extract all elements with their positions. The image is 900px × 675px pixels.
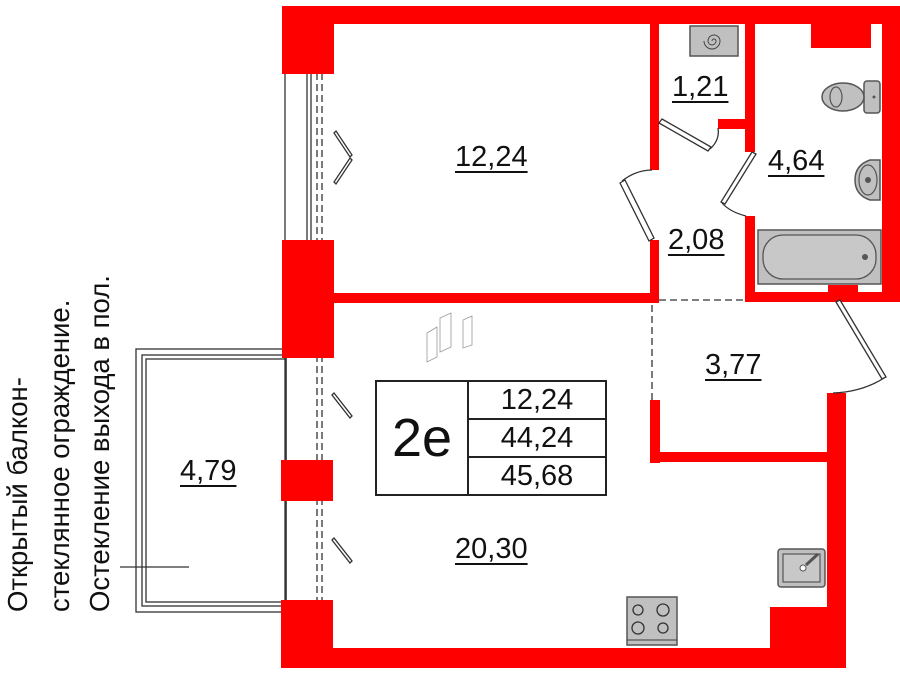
- door-entrance[interactable]: [832, 299, 887, 394]
- fixtures: [426, 25, 882, 646]
- door-bedroom[interactable]: [619, 169, 655, 242]
- balcony-note-line-3: Остекление выхода в пол.: [84, 275, 115, 612]
- balcony-note-line-2: стеклянное ограждение.: [44, 299, 75, 612]
- total-area-with-balcony-value: 45,68: [469, 456, 605, 494]
- room-area-storage: 1,21: [672, 71, 729, 103]
- room-area-entrance: 3,77: [705, 349, 762, 381]
- door-storage[interactable]: [658, 118, 719, 152]
- total-area-value: 44,24: [469, 418, 605, 456]
- room-area-hallway: 2,08: [668, 224, 725, 256]
- window-sashes: [331, 129, 353, 564]
- openings: [651, 299, 745, 400]
- sink-icon: [777, 548, 826, 588]
- room-area-bedroom: 12,24: [455, 141, 528, 173]
- room-area-kitchen-living: 20,30: [455, 533, 528, 565]
- room-area-bathroom: 4,64: [768, 145, 825, 177]
- apartment-summary: 2е 12,24 44,24 45,68: [375, 380, 607, 496]
- washbasin-icon: [854, 159, 881, 201]
- walls: [281, 6, 900, 668]
- balcony-note-line-1: Открытый балкон-: [2, 377, 33, 612]
- apartment-type: 2е: [377, 382, 469, 494]
- boiler-icon: [689, 25, 739, 57]
- toilet-icon: [821, 80, 881, 114]
- radiator-icon: [426, 312, 473, 363]
- doors: [331, 118, 887, 564]
- room-area-balcony: 4,79: [180, 455, 237, 487]
- bathtub-icon: [757, 229, 882, 285]
- living-area-value: 12,24: [500, 383, 574, 416]
- stove-icon: [626, 596, 678, 646]
- door-bathroom[interactable]: [720, 151, 757, 217]
